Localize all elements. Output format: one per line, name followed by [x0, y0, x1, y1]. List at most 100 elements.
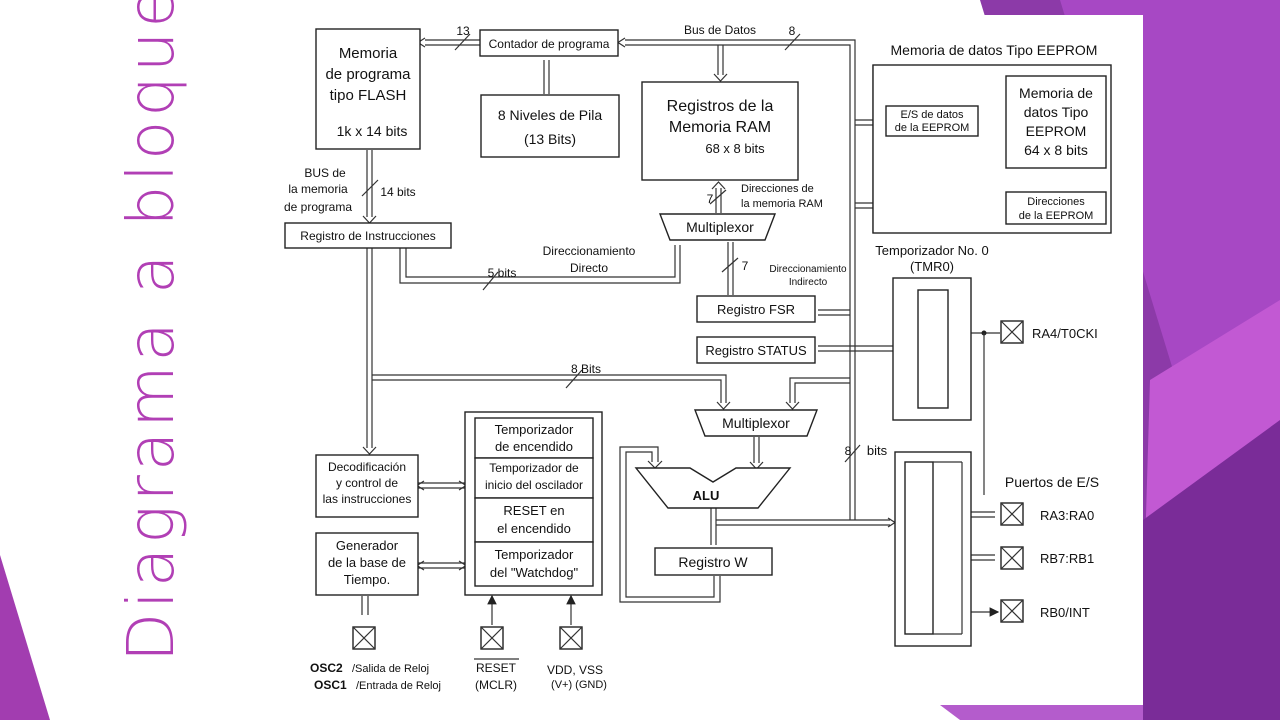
alu-block: ALU — [634, 467, 792, 509]
bits-13-label: 13 — [456, 24, 470, 38]
eeprom-dir-line-1: Direcciones — [1027, 196, 1085, 208]
eeprom-mem-line-3: EEPROM — [1026, 123, 1087, 139]
pin-ra4: RA4/T0CKI — [1000, 320, 1098, 344]
decode-line-2: y control de — [336, 476, 398, 490]
pin-rb0-label: RB0/INT — [1040, 605, 1090, 620]
bus-prog-line-2: la memoria — [288, 182, 348, 196]
pin-rb-label: RB7:RB1 — [1040, 551, 1094, 566]
osc2-desc: /Salida de Reloj — [352, 663, 429, 675]
osc1-desc: /Entrada de Reloj — [356, 680, 441, 692]
flash-memory-block: Memoria de programa tipo FLASH 1k x 14 b… — [315, 28, 421, 150]
eeprom-mem-line-2: datos Tipo — [1024, 104, 1089, 120]
ram-block: Registros de la Memoria RAM 68 x 8 bits — [641, 81, 799, 181]
eeprom-dir-line-2: de la EEPROM — [1019, 210, 1094, 222]
pin-ra: RA3:RA0 — [1000, 502, 1094, 526]
pin-rb: RB7:RB1 — [1000, 546, 1094, 570]
clock-generator-block: Generador de la base de Tiempo. — [315, 532, 419, 596]
pin-ra4-label: RA4/T0CKI — [1032, 326, 1098, 341]
bus-datos-label: Bus de Datos — [684, 23, 756, 37]
status-label: Registro STATUS — [705, 343, 807, 358]
ram-line-1: Registros de la — [667, 98, 774, 115]
bits-14-label: 14 bits — [380, 185, 415, 199]
flash-line-4: 1k x 14 bits — [337, 123, 408, 139]
eeprom-group: Memoria de datos Tipo EEPROM E/S de dato… — [872, 42, 1112, 234]
osc1-label: OSC1 — [314, 678, 347, 692]
bits-8-mid-label: 8 Bits — [571, 362, 601, 376]
pin-rb0: RB0/INT — [1000, 599, 1090, 623]
bits-7a-label: 7 — [707, 192, 714, 206]
ram-line-3: 68 x 8 bits — [705, 141, 765, 156]
bits-5-label: 5 bits — [488, 266, 517, 280]
reset-pin-label: RESET — [476, 661, 517, 675]
decor-left-triangle — [0, 555, 50, 720]
mux-bottom-block: Multiplexor — [693, 409, 819, 437]
eeprom-group-title: Memoria de datos Tipo EEPROM — [891, 42, 1098, 58]
stack-line-1: 8 Niveles de Pila — [498, 107, 602, 123]
fsr-block: Registro FSR — [696, 295, 816, 323]
clock-gen-line-2: de la base de — [328, 555, 406, 570]
clock-gen-line-1: Generador — [336, 538, 399, 553]
pin-vdd: VDD, VSS (V+) (GND) — [547, 626, 607, 691]
w-register-label: Registro W — [678, 554, 748, 570]
watchdog-line-1: Temporizador — [495, 547, 574, 562]
power-up-timer-line-2: de encendido — [495, 439, 573, 454]
eeprom-io-line-2: de la EEPROM — [895, 122, 970, 134]
vdd-label: VDD, VSS — [547, 663, 603, 677]
osc2-label: OSC2 — [310, 661, 343, 675]
flash-line-2: de programa — [325, 66, 411, 83]
tmr0-block: Temporizador No. 0 (TMR0) — [875, 243, 989, 421]
osc-start-timer-line-1: Temporizador de — [489, 461, 579, 475]
clock-gen-line-3: Tiempo. — [344, 572, 390, 587]
pin-ra-label: RA3:RA0 — [1040, 508, 1094, 523]
program-counter-label: Contador de programa — [489, 37, 610, 51]
dir-ram-line-2: la memoria RAM — [741, 198, 823, 210]
vdd-desc: (V+) (GND) — [551, 679, 607, 691]
mux-top-block: Multiplexor — [658, 213, 777, 241]
stack-line-2: (13 Bits) — [524, 131, 576, 147]
power-up-timer-line-1: Temporizador — [495, 422, 574, 437]
eeprom-io-line-1: E/S de datos — [901, 109, 964, 121]
decor-bottom-band — [940, 705, 1143, 720]
dir-indirecto-line-2: Indirecto — [789, 277, 828, 288]
tmr0-line-2: (TMR0) — [910, 259, 954, 274]
stack-block: 8 Niveles de Pila (13 Bits) — [480, 94, 620, 158]
decode-line-1: Decodificación — [328, 460, 406, 474]
bits-8-top-label: 8 — [789, 24, 796, 38]
reset-line-2: el encendido — [497, 521, 571, 536]
reset-line-1: RESET en — [503, 503, 564, 518]
status-block: Registro STATUS — [696, 336, 816, 364]
bus-prog-line-3: de programa — [284, 200, 352, 214]
decode-block: Decodificación y control de las instrucc… — [315, 454, 419, 518]
bits-8-right-label: 8 — [845, 444, 852, 458]
mux-top-label: Multiplexor — [686, 219, 754, 235]
eeprom-mem-line-4: 64 x 8 bits — [1024, 142, 1088, 158]
alu-label: ALU — [693, 488, 720, 503]
osc-start-timer-line-2: inicio del oscilador — [485, 478, 583, 492]
ports-title: Puertos de E/S — [1005, 474, 1099, 490]
pin-osc: OSC2 /Salida de Reloj OSC1 /Entrada de R… — [310, 626, 441, 692]
dir-directo-line-1: Direccionamiento — [543, 244, 636, 258]
instruction-register-block: Registro de Instrucciones — [284, 222, 452, 249]
flash-line-1: Memoria — [339, 45, 398, 62]
ports-block: Puertos de E/S — [894, 451, 1099, 647]
w-register-block: Registro W — [654, 547, 773, 576]
watchdog-line-2: del "Watchdog" — [490, 565, 579, 580]
ram-line-2: Memoria RAM — [669, 119, 771, 136]
bits-8-right-suffix: bits — [867, 443, 888, 458]
decor-right-band-4 — [1143, 420, 1280, 720]
decode-line-3: las instrucciones — [323, 492, 412, 506]
bits-7b-label: 7 — [742, 259, 749, 273]
dir-directo-line-2: Directo — [570, 261, 608, 275]
dir-ram-line-1: Direcciones de — [741, 183, 814, 195]
fsr-label: Registro FSR — [717, 302, 795, 317]
timers-block: Temporizador de encendido Temporizador d… — [464, 411, 603, 596]
flash-line-3: tipo FLASH — [330, 87, 407, 104]
mux-bottom-label: Multiplexor — [722, 415, 790, 431]
tmr0-line-1: Temporizador No. 0 — [875, 243, 988, 258]
mclr-pin-label: (MCLR) — [475, 678, 517, 692]
dir-indirecto-line-1: Direccionamiento — [769, 264, 847, 275]
instruction-register-label: Registro de Instrucciones — [300, 229, 435, 243]
diagram-labels: Bus de Datos 13 8 BUS de la memoria de p… — [284, 23, 888, 458]
program-counter-block: Contador de programa — [479, 29, 619, 57]
